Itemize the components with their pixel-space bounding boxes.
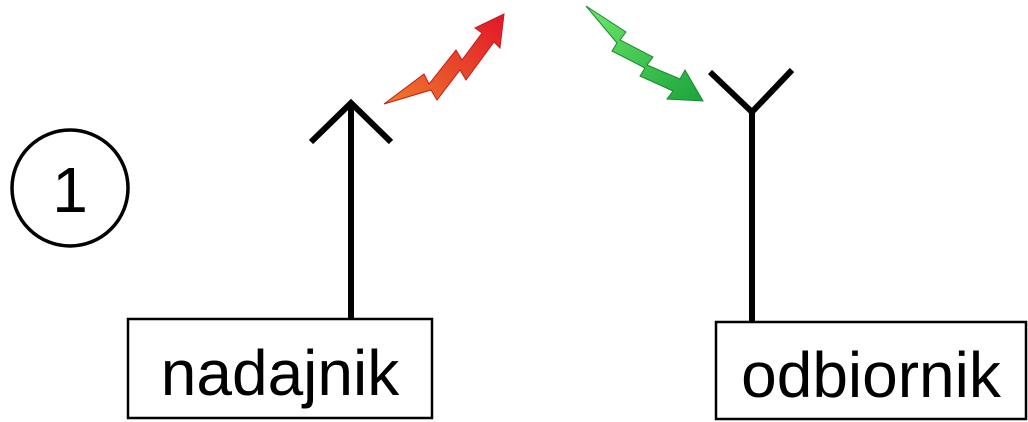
outgoing-signal-icon [383, 13, 505, 105]
receiver-label: odbiornik [741, 339, 1002, 411]
step-number-badge: 1 [10, 128, 130, 248]
transmitter-label: nadajnik [161, 337, 400, 409]
incoming-signal-icon [585, 5, 704, 102]
receiver-antenna-icon [707, 67, 795, 322]
transmitter-antenna-icon [308, 98, 394, 318]
receiver-box: odbiornik [714, 320, 1028, 421]
transmitter-box: nadajnik [126, 317, 434, 420]
step-number-text: 1 [52, 154, 88, 226]
step-number-circle [10, 128, 130, 248]
